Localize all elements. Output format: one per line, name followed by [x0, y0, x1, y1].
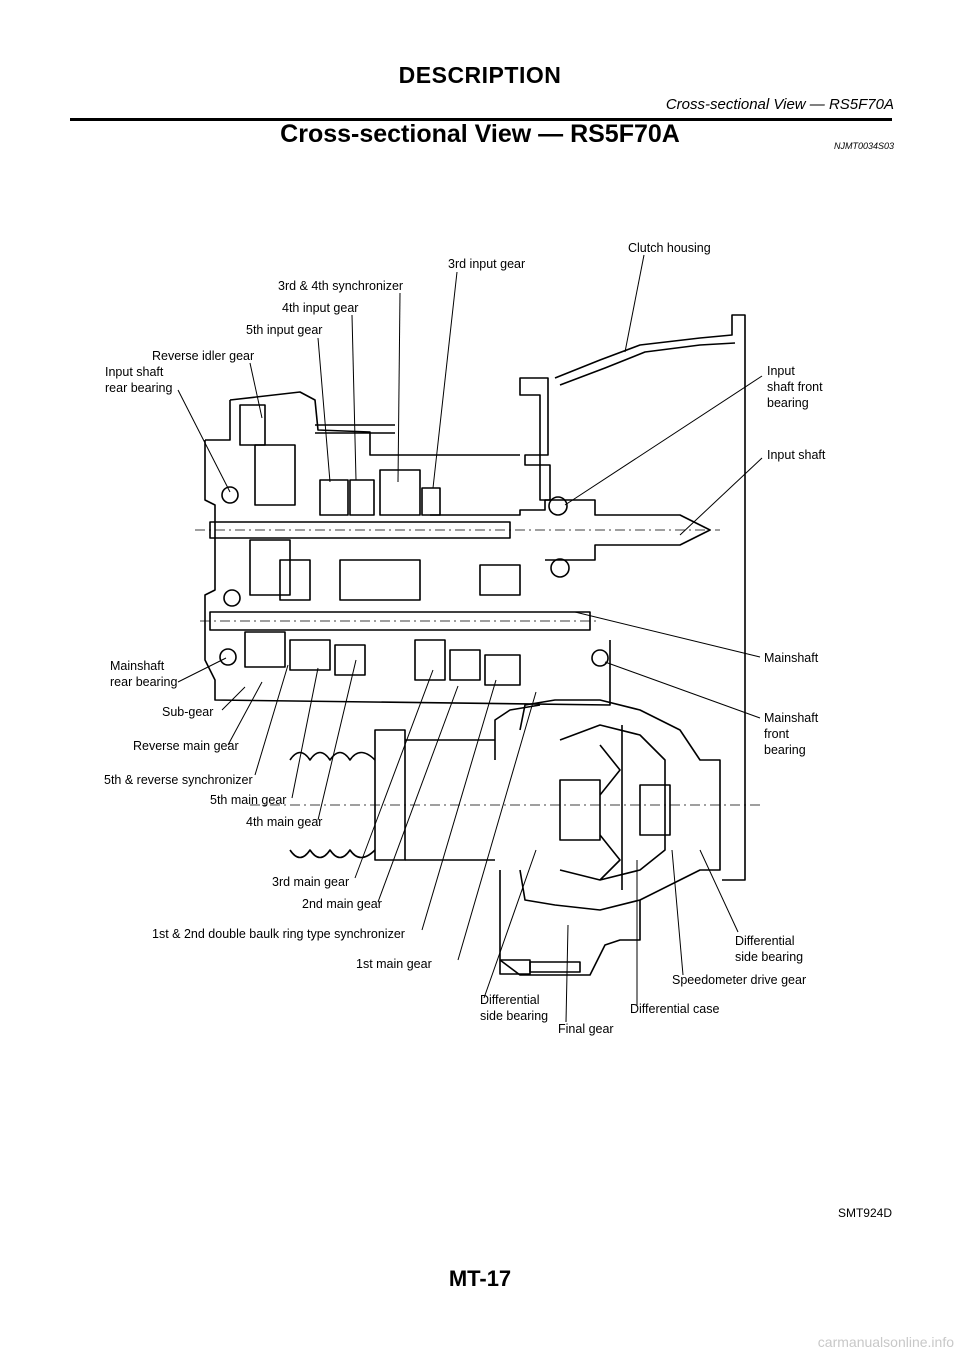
leader-lines [177, 254, 763, 1023]
label-input-shaft-rear-bearing: Input shaft [105, 365, 164, 379]
label-mainshaft-front-bearing-line2: front [764, 727, 790, 741]
label-1st-main-gear: 1st main gear [356, 957, 432, 971]
page-title: Cross-sectional View — RS5F70A [280, 120, 680, 148]
label-differential-side-bearing-right: Differential [735, 934, 795, 948]
label-input-shaft-rear-bearing-line2: rear bearing [105, 381, 172, 395]
label-differential-side-bearing-left-line2: side bearing [480, 1009, 548, 1023]
page-number: MT-17 [448, 1266, 512, 1291]
label-4th-input-gear: 4th input gear [282, 301, 358, 315]
label-mainshaft-front-bearing-line3: bearing [764, 743, 806, 757]
label-input-shaft-front-bearing-line3: bearing [767, 396, 809, 410]
label-4th-main-gear: 4th main gear [246, 815, 322, 829]
label-clutch-housing: Clutch housing [628, 241, 711, 255]
label-differential-case: Differential case [630, 1002, 719, 1016]
label-speedometer-drive-gear: Speedometer drive gear [672, 973, 806, 987]
label-input-shaft-front-bearing-line2: shaft front [767, 380, 823, 394]
figure-code: SMT924D [837, 1206, 892, 1220]
diagram-drawing [195, 314, 760, 976]
label-mainshaft: Mainshaft [764, 651, 819, 665]
label-input-shaft: Input shaft [767, 448, 826, 462]
label-sub-gear: Sub-gear [162, 705, 213, 719]
label-2nd-main-gear: 2nd main gear [302, 897, 382, 911]
label-input-shaft-front-bearing: Input [767, 364, 795, 378]
label-mainshaft-front-bearing: Mainshaft [764, 711, 819, 725]
label-3rd-4th-synchronizer: 3rd & 4th synchronizer [278, 279, 403, 293]
label-1st-2nd-synchronizer: 1st & 2nd double baulk ring type synchro… [152, 927, 405, 941]
label-final-gear: Final gear [558, 1022, 614, 1036]
section-header: DESCRIPTION [398, 62, 562, 88]
label-reverse-main-gear: Reverse main gear [133, 739, 239, 753]
label-differential-side-bearing-right-line2: side bearing [735, 950, 803, 964]
label-5th-main-gear: 5th main gear [210, 793, 286, 807]
transaxle-cross-section-diagram: Clutch housing 3rd input gear 3rd & 4th … [104, 241, 826, 1036]
label-3rd-main-gear: 3rd main gear [272, 875, 349, 889]
reference-code: NJMT0034S03 [833, 141, 894, 151]
callout-labels: Clutch housing 3rd input gear 3rd & 4th … [104, 241, 826, 1036]
label-mainshaft-rear-bearing-line2: rear bearing [110, 675, 177, 689]
section-subtitle: Cross-sectional View — RS5F70A [665, 96, 894, 113]
label-mainshaft-rear-bearing: Mainshaft [110, 659, 165, 673]
label-5th-reverse-synchronizer: 5th & reverse synchronizer [104, 773, 253, 787]
label-reverse-idler-gear: Reverse idler gear [152, 349, 254, 363]
header-divider [70, 118, 892, 121]
label-5th-input-gear: 5th input gear [246, 323, 322, 337]
watermark: carmanualsonline.info [817, 1334, 954, 1350]
label-differential-side-bearing-left: Differential [480, 993, 540, 1007]
label-3rd-input-gear: 3rd input gear [448, 257, 525, 271]
